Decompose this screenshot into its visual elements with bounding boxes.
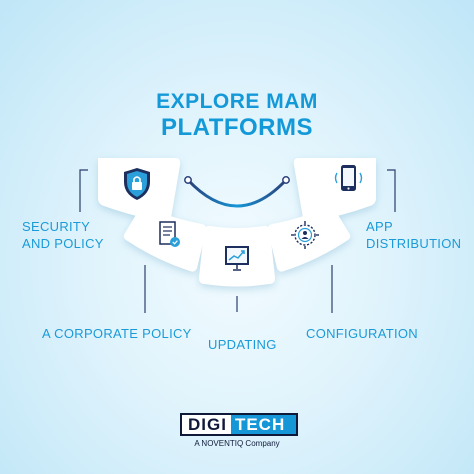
label-updating: UPDATING xyxy=(208,337,277,352)
label-security: SECURITY AND POLICY xyxy=(22,219,104,251)
heading-line-1: EXPLORE MAM xyxy=(156,90,318,113)
label-corporate-policy: A CORPORATE POLICY xyxy=(42,326,192,341)
document-badge-icon xyxy=(159,221,180,247)
connector-security xyxy=(79,169,88,212)
center-arc xyxy=(184,176,290,208)
tile-app[interactable] xyxy=(293,158,376,223)
connector-app xyxy=(387,169,396,212)
brand-part-1: DIGI xyxy=(188,415,227,434)
presentation-chart-icon xyxy=(225,246,249,271)
target-user-icon xyxy=(291,221,319,249)
mobile-signal-icon xyxy=(334,165,363,191)
brand-logo: DIGI TECH xyxy=(180,413,298,436)
label-configuration: CONFIGURATION xyxy=(306,326,418,341)
tile-configuration[interactable] xyxy=(267,205,351,272)
label-app-distribution: APP DISTRIBUTION xyxy=(366,219,462,251)
heading-line-2: PLATFORMS xyxy=(160,114,314,141)
connector-lines xyxy=(79,169,396,313)
shield-lock-icon xyxy=(124,168,150,200)
brand-tagline: A NOVENTIQ Company xyxy=(194,439,280,448)
brand-part-2: TECH xyxy=(230,415,296,434)
